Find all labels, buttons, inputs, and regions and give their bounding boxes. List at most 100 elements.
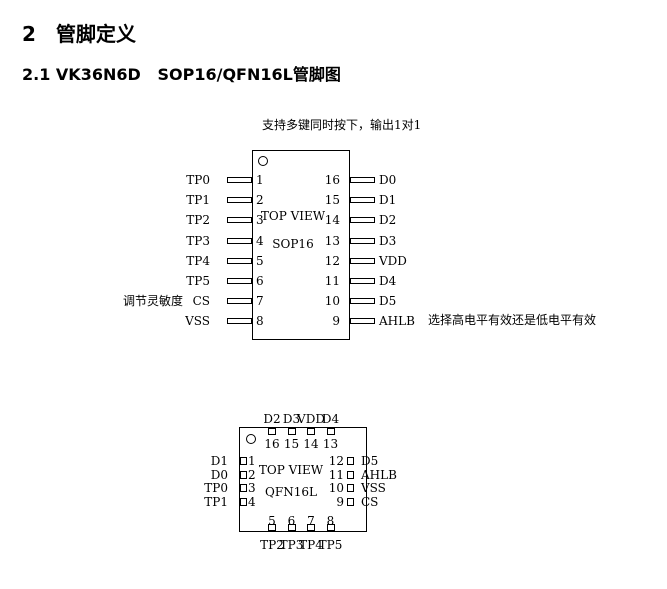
pin-name: D1: [210, 454, 228, 468]
pin-pad: [268, 428, 276, 435]
pin-lead: [350, 217, 375, 224]
pin-lead: [227, 237, 252, 244]
pin-lead: [350, 278, 375, 284]
pin-lead: [227, 278, 252, 284]
pin-number: 12: [328, 454, 344, 468]
pin-lead: [227, 298, 252, 305]
subsection-number: 2.1: [22, 65, 51, 84]
pin-name: TP2: [260, 538, 284, 552]
sop16-top-view-label: TOP VIEW: [260, 209, 326, 223]
pin-number: 6: [287, 514, 296, 528]
pin-number: 1: [248, 454, 256, 468]
pin-lead: [227, 257, 252, 264]
pin-pad: [287, 428, 296, 435]
pin-pad: [326, 524, 335, 531]
pin-pad: [307, 428, 315, 435]
pin-number: 11: [328, 467, 344, 482]
pin-name: D4: [321, 412, 340, 426]
pin-number: 11: [324, 274, 340, 288]
pin-name: TP0: [186, 173, 210, 187]
pin-pad: [307, 524, 315, 531]
pin-number: 2: [248, 467, 256, 482]
section-heading: 2 管脚定义: [22, 18, 136, 47]
pin-lead: [227, 217, 252, 224]
pin-pad: [240, 484, 247, 492]
pin-number: 3: [248, 481, 256, 495]
pin-name: VDD: [379, 253, 407, 268]
ahlb-pin-note: 选择高电平有效还是低电平有效: [428, 313, 597, 327]
pin-lead: [350, 237, 375, 244]
cs-pin-note: 调节灵敏度: [123, 294, 184, 308]
pin-number: 8: [256, 314, 264, 329]
pin-name: TP4: [299, 538, 323, 552]
sop16-chip-body: [252, 150, 350, 340]
pin-name: TP4: [186, 253, 210, 268]
pin-lead: [227, 318, 252, 325]
pin-lead: [350, 177, 375, 183]
pin-number: 3: [256, 213, 264, 228]
pin-number: 10: [324, 294, 340, 309]
sop16-top-note: 支持多键同时按下，输出1对1: [262, 118, 422, 132]
pin-number: 15: [283, 437, 300, 451]
pin-number: 9: [336, 494, 344, 509]
pin-number: 2: [256, 193, 264, 208]
pin-lead: [350, 197, 375, 204]
pin-number: 13: [324, 233, 340, 248]
pin-pad: [347, 484, 354, 492]
pin1-marker-dot: [258, 156, 268, 166]
pin-number: 13: [322, 437, 339, 451]
section-number: 2: [22, 22, 36, 46]
pin-name: TP1: [204, 494, 228, 509]
section-title: 管脚定义: [56, 22, 136, 46]
pin-name: AHLB: [379, 314, 415, 329]
pin-number: 16: [324, 173, 340, 187]
pin-lead: [350, 298, 375, 305]
pin-pad: [287, 524, 296, 531]
pin-name: TP3: [186, 233, 210, 248]
pin-number: 7: [256, 294, 264, 309]
pin-name: TP0: [204, 481, 228, 495]
pin-lead: [227, 197, 252, 204]
subsection-heading: 2.1 VK36N6D SOP16/QFN16L管脚图: [22, 61, 341, 85]
pin-number: 1: [256, 173, 264, 187]
pin-name: VSS: [185, 314, 210, 329]
pin-number: 6: [256, 274, 264, 288]
pin-number: 5: [268, 514, 276, 528]
pin-name: D5: [361, 454, 379, 468]
pin-name: D0: [379, 173, 397, 187]
pin-name: D2: [379, 213, 397, 228]
pin-name: D1: [379, 193, 397, 208]
pin-name: TP5: [186, 274, 210, 288]
pin-name: CS: [361, 494, 379, 509]
pin-name: D4: [379, 274, 397, 288]
qfn-pin1-marker-dot: [246, 434, 256, 444]
pin-name: D0: [210, 467, 228, 482]
pin-number: 4: [256, 233, 264, 248]
qfn16-chip-body: [239, 427, 367, 532]
pin-pad: [268, 524, 276, 531]
pin-number: 10: [328, 481, 344, 495]
pin-number: 14: [324, 213, 340, 228]
qfn16-package-label: QFN16L: [265, 485, 317, 499]
pin-number: 5: [256, 253, 264, 268]
pin-pad: [240, 457, 247, 465]
sop16-package-label: SOP16: [272, 237, 314, 251]
pin-name: AHLB: [361, 467, 397, 482]
pin-name: TP3: [279, 538, 304, 552]
pin-name: TP5: [318, 538, 343, 552]
pin-name: TP2: [186, 213, 210, 228]
pin-name: VDD: [297, 412, 325, 426]
pin-name: TP1: [186, 193, 210, 208]
pin-pad: [347, 497, 354, 506]
pin-pad: [326, 428, 335, 435]
pin-number: 12: [324, 253, 340, 268]
pin-number: 8: [326, 514, 335, 528]
pin-number: 16: [264, 437, 280, 451]
pin-pad: [347, 457, 354, 465]
pin-name: D3: [379, 233, 397, 248]
qfn16-top-view-label: TOP VIEW: [258, 463, 324, 477]
pin-pad: [240, 470, 247, 479]
subsection-title: VK36N6D SOP16/QFN16L管脚图: [55, 65, 341, 84]
pin-number: 14: [303, 437, 319, 451]
pin-name: D2: [263, 412, 281, 426]
